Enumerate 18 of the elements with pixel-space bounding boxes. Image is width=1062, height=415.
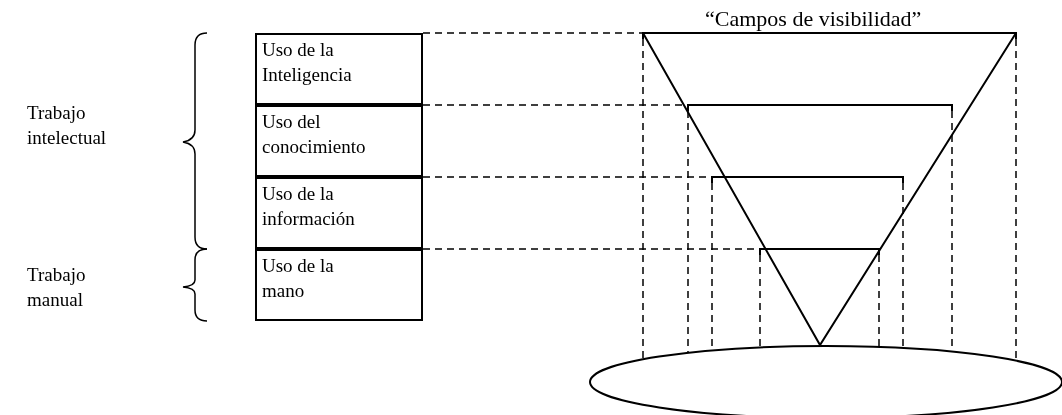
level-bar: [759, 248, 880, 256]
level-box: Uso del conocimiento: [255, 105, 423, 177]
dashed-line: [422, 104, 689, 106]
dashed-line: [642, 38, 644, 360]
group-label: Trabajo manual: [27, 263, 87, 312]
group-label: Trabajo intelectual: [27, 101, 108, 150]
dashed-line: [878, 254, 880, 348]
dashed-line: [902, 182, 904, 349]
level-box: Uso de la información: [255, 177, 423, 249]
level-box: Uso de la Inteligencia: [255, 33, 423, 105]
level-box: Uso de la mano: [255, 249, 423, 321]
dashed-line: [759, 254, 761, 349]
level-bar: [711, 176, 904, 184]
level-bar: [687, 104, 953, 112]
dashed-line: [422, 32, 644, 34]
level-bar: [642, 32, 1017, 40]
heading: “Campos de visibilidad”: [705, 6, 922, 31]
dashed-line: [687, 110, 689, 354]
